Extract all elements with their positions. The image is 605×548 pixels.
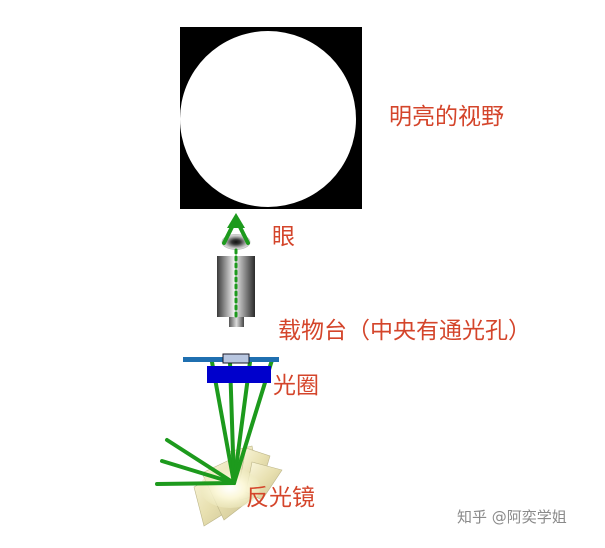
stage-aperture — [222, 353, 250, 364]
incoming-light-rays — [155, 438, 236, 486]
arrow-up-icon — [227, 213, 245, 228]
field-circle — [180, 31, 356, 207]
label-stage: 载物台（中央有通光孔） — [278, 318, 531, 344]
diaphragm — [207, 366, 271, 383]
incoming-ray — [165, 438, 236, 485]
incoming-ray — [160, 459, 236, 485]
label-bright-field: 明亮的视野 — [389, 104, 504, 130]
watermark: 知乎 @阿奕学姐 — [457, 508, 567, 526]
bright-field-of-view — [180, 27, 362, 209]
label-eye: 眼 — [272, 224, 295, 250]
objective-lens — [229, 316, 244, 327]
incoming-ray — [155, 481, 236, 486]
microscope-stage — [183, 353, 279, 364]
label-diaphragm: 光圈 — [273, 373, 319, 399]
label-mirror: 反光镜 — [246, 485, 315, 511]
